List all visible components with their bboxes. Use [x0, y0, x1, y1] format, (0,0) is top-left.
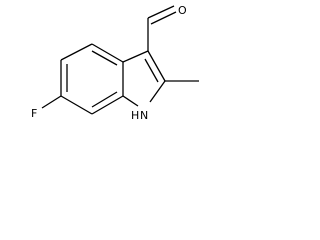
- bond-c2-n1: [149, 80, 166, 103]
- double-bond-cho-o: [150, 11, 177, 25]
- bond-c6-c7: [91, 95, 124, 115]
- atom-label-nitrogen: N: [140, 109, 148, 122]
- molecule-canvas: O F H N: [0, 0, 216, 138]
- bond-c7a-c3a: [91, 43, 124, 63]
- structure-diagram: O F H N: [31, 4, 199, 122]
- atom-label-oxygen: O: [178, 4, 187, 17]
- bond-c5-f: [41, 95, 62, 109]
- bond-c5-c6: [60, 95, 93, 115]
- bond-c3a-c3: [122, 50, 149, 63]
- double-bond-inner-c3-c2: [144, 58, 159, 83]
- bond-c3a-c4: [60, 43, 93, 61]
- bond-c3-c2: [147, 50, 166, 82]
- bond-cho-o: [147, 5, 175, 19]
- atom-label-fluorine: F: [31, 107, 37, 120]
- double-bond-inner-c6-c7: [91, 91, 118, 108]
- double-bond-inner-c7a-c3a: [91, 50, 118, 66]
- atom-label-hydrogen: H: [131, 109, 139, 122]
- bond-n1-c7a: [122, 95, 139, 107]
